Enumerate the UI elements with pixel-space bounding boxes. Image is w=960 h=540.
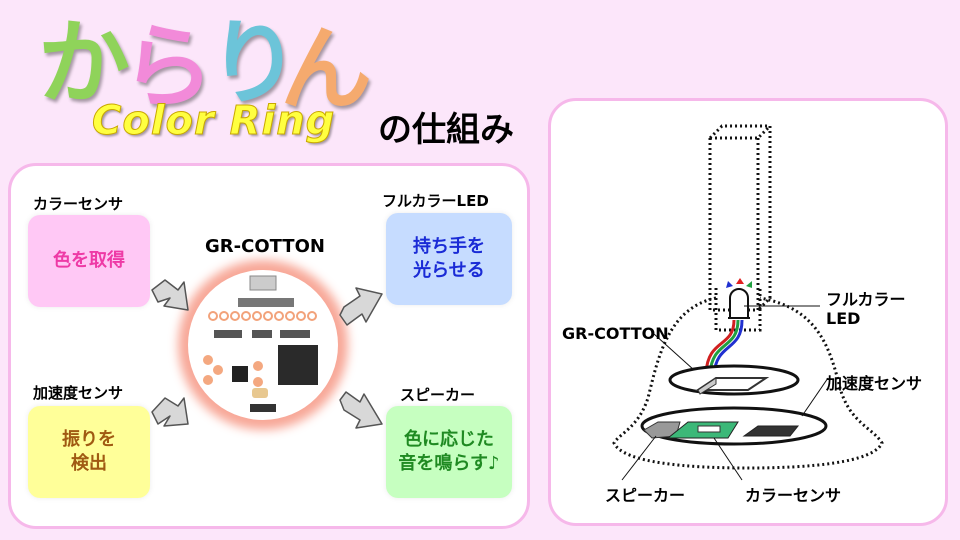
logo-english: Color Ring [91, 98, 336, 145]
label-color-sensor: カラーセンサ [745, 486, 842, 505]
output-title: スピーカー [400, 386, 476, 404]
label-line: フルカラー [826, 290, 906, 309]
input-title: 加速度センサ [33, 384, 124, 402]
output-title: フルカラーLED [382, 192, 489, 210]
label-speaker: スピーカー [605, 486, 686, 505]
flow-arrows [151, 279, 383, 429]
input-box-color-sensor: 色を取得 [28, 215, 150, 307]
structure-diagram [612, 124, 884, 481]
label-line: LED [826, 309, 861, 329]
led-icon [728, 288, 750, 319]
box-text: 音を鳴らす♪ [398, 453, 500, 474]
bell-outline [612, 296, 884, 470]
arrow-icon [339, 287, 383, 326]
output-box-speaker: 色に応じた 音を鳴らす♪ [386, 406, 512, 498]
arrow-icon [339, 391, 383, 429]
box-text: 色を取得 [53, 249, 125, 271]
logo-char: ら [122, 14, 215, 121]
box-text: 色に応じた [404, 428, 494, 450]
logo-char: ん [280, 16, 373, 123]
logo-char: り [208, 10, 301, 117]
output-box-led: 持ち手を 光らせる [386, 213, 512, 305]
input-box-accelerometer: 振りを 検出 [28, 406, 150, 498]
label-board: GR-COTTON [562, 324, 669, 343]
input-title: カラーセンサ [33, 195, 124, 213]
label-led: フルカラー LED [826, 290, 906, 328]
label-accelerometer: 加速度センサ [826, 374, 923, 393]
box-text: 光らせる [413, 260, 485, 281]
box-text: 検出 [71, 453, 107, 474]
logo-char: か [38, 10, 131, 117]
box-text: 持ち手を [413, 235, 485, 257]
led-housing-outline [714, 288, 762, 332]
arrow-icon [151, 279, 189, 311]
page-subtitle: の仕組み [378, 110, 514, 150]
gr-cotton-board-image [188, 270, 338, 420]
board-label: GR-COTTON [205, 236, 325, 257]
arrow-icon [151, 397, 189, 427]
box-text: 振りを [62, 428, 116, 450]
